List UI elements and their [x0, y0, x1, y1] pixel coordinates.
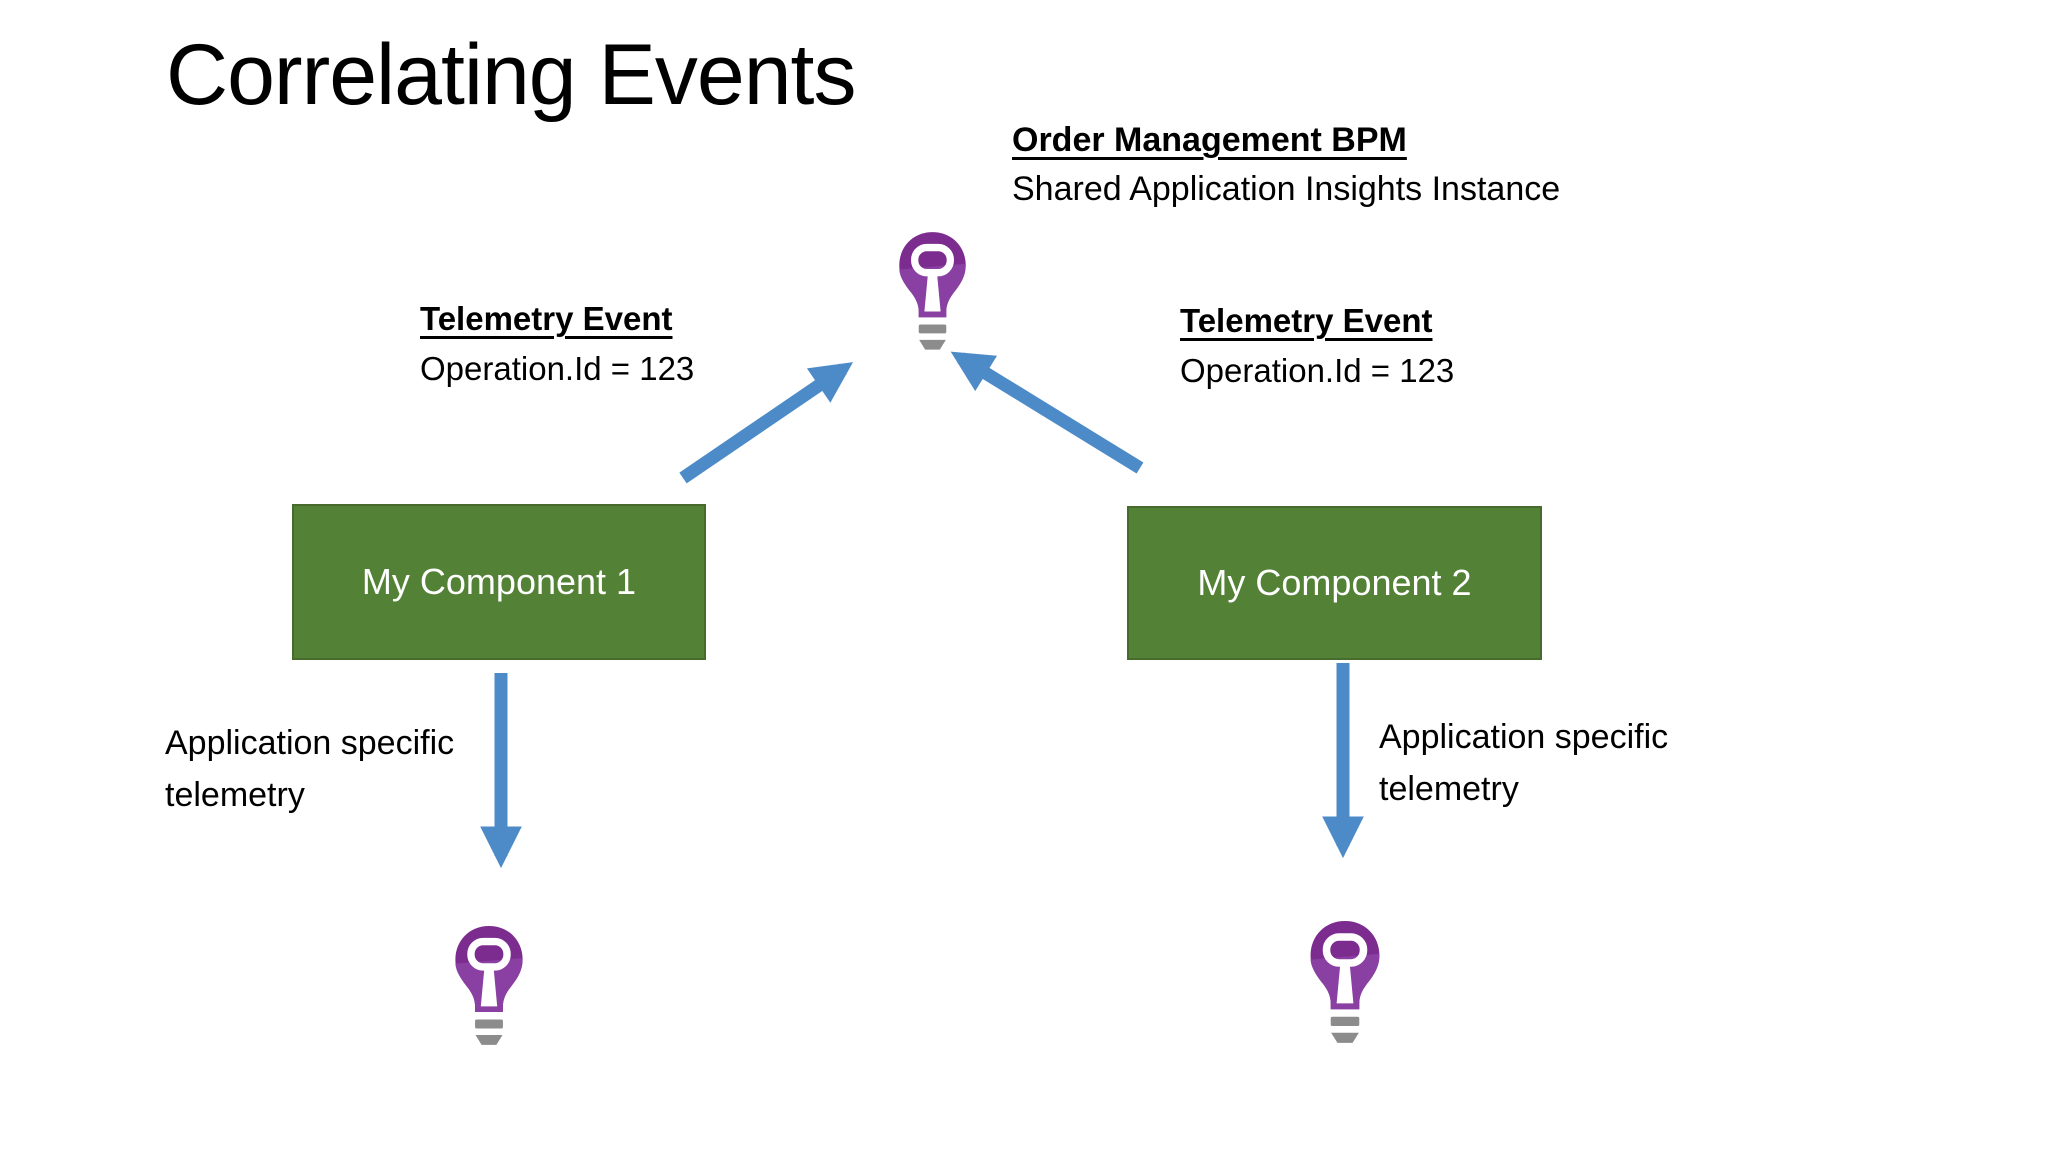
app-specific-telemetry-right-line2: telemetry [1379, 769, 1519, 808]
telemetry-event-heading-right: Telemetry Event [1180, 302, 1433, 339]
app-insights-icon-shared [892, 227, 973, 354]
my-component-2-label: My Component 2 [1197, 562, 1472, 603]
app-insights-icon-right [1303, 916, 1387, 1047]
my-component-1-box: My Component 1 [292, 504, 706, 660]
app-specific-telemetry-left-line1: Application specific [165, 724, 455, 762]
app-insights-icon-left [448, 921, 530, 1049]
my-component-1-label: My Component 1 [361, 561, 637, 602]
app-specific-telemetry-label-left: Application specific telemetry [165, 718, 454, 821]
my-component-2-box: My Component 2 [1127, 506, 1542, 660]
app-specific-telemetry-left-line2: telemetry [165, 775, 305, 814]
slide-title: Correlating Events [166, 27, 856, 123]
telemetry-event-label-right: Telemetry Event Operation.Id = 123 [1180, 296, 1454, 395]
app-specific-telemetry-label-right: Application specific telemetry [1379, 712, 1668, 815]
telemetry-event-detail-right: Operation.Id = 123 [1180, 351, 1455, 389]
shared-insights-label: Order Management BPM Shared Application … [1012, 116, 1560, 214]
app-specific-telemetry-right-line1: Application specific [1379, 718, 1669, 756]
telemetry-event-detail-left: Operation.Id = 123 [420, 349, 695, 387]
arrow-component2-to-shared-insights [950, 351, 1144, 474]
telemetry-event-heading-left: Telemetry Event [420, 300, 673, 337]
telemetry-event-label-left: Telemetry Event Operation.Id = 123 [420, 294, 694, 393]
shared-insights-heading: Order Management BPM [1012, 121, 1407, 159]
shared-insights-subheading: Shared Application Insights Instance [1012, 169, 1561, 208]
arrow-component1-to-shared-insights [679, 362, 854, 484]
